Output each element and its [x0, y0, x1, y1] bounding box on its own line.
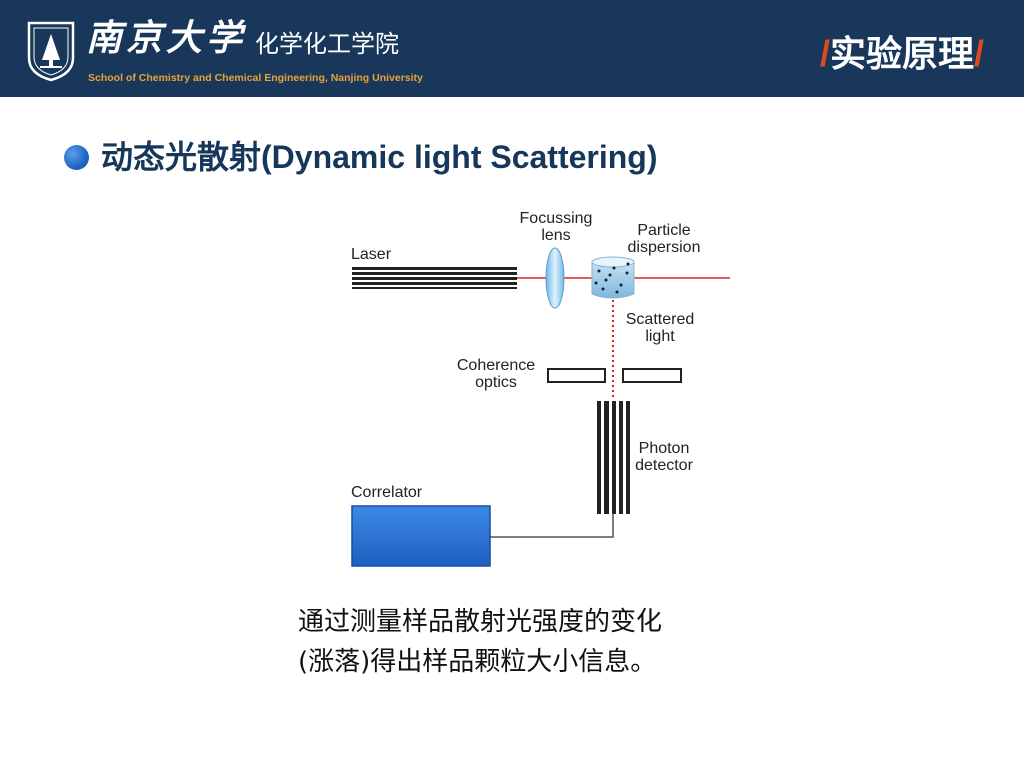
label-photon-detector-line2: detector [635, 457, 693, 474]
label-coherence-optics-line2: optics [475, 374, 517, 391]
detector-correlator-wire [490, 514, 614, 538]
university-name: 南京大学 [86, 17, 247, 59]
label-particle-dispersion-line1: Particle [637, 222, 691, 239]
correlator-box [351, 505, 491, 567]
coherence-optic-left [547, 368, 606, 383]
school-name-english: School of Chemistry and Chemical Enginee… [88, 72, 423, 84]
label-photon-detector-line1: Photon [638, 440, 690, 457]
bullet-heading-text: 动态光散射(Dynamic light Scattering) [101, 139, 658, 175]
photon-detector-icon [597, 401, 630, 514]
coherence-optic-right [622, 368, 682, 383]
laser-source [352, 267, 517, 289]
label-photon-detector: Photon detector [628, 440, 700, 474]
label-scattered-light: Scattered light [617, 311, 703, 345]
label-particle-dispersion: Particle dispersion [618, 222, 710, 256]
slash-left: / [819, 33, 830, 74]
label-particle-dispersion-line2: dispersion [627, 239, 701, 256]
label-focussing-lens-line2: lens [541, 227, 571, 244]
caption-line-2: (涨落)得出样品颗粒大小信息。 [298, 647, 657, 677]
bullet-dot-icon [64, 144, 89, 170]
section-title-text: 实验原理 [829, 34, 974, 75]
label-scattered-light-line1: Scattered [625, 311, 695, 328]
particle-cuvette-icon [591, 256, 635, 299]
section-title: /实验原理/ [820, 32, 984, 77]
school-name: 化学化工学院 [255, 30, 399, 58]
label-correlator: Correlator [351, 484, 423, 501]
label-focussing-lens-line1: Focussing [519, 210, 593, 227]
label-coherence-optics-line1: Coherence [456, 357, 536, 374]
label-scattered-light-line2: light [645, 328, 675, 345]
bullet-heading: 动态光散射(Dynamic light Scattering) [64, 134, 658, 180]
focussing-lens-icon [545, 247, 565, 309]
slash-right: / [973, 33, 984, 74]
label-laser: Laser [351, 246, 392, 263]
label-focussing-lens: Focussing lens [512, 210, 600, 244]
university-seal-icon [27, 21, 75, 82]
caption: 通过测量样品散射光强度的变化 (涨落)得出样品颗粒大小信息。 [298, 602, 798, 682]
header-bar: 南京大学 化学化工学院 School of Chemistry and Chem… [0, 0, 1024, 97]
caption-line-1: 通过测量样品散射光强度的变化 [298, 607, 663, 637]
label-coherence-optics: Coherence optics [450, 357, 542, 391]
